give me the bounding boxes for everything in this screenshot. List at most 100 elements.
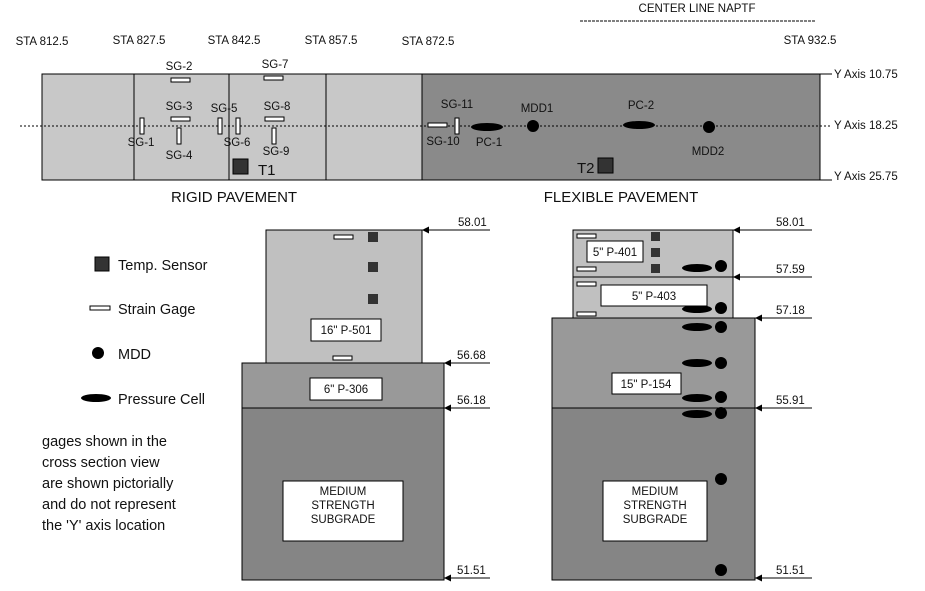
gage-label-sg1: SG-1: [128, 137, 155, 149]
pressure-cell-icon: [81, 394, 111, 402]
gage-label-sg3: SG-3: [166, 101, 193, 113]
mdd-icon: [715, 302, 727, 314]
subgrade-label-line: SUBGRADE: [311, 514, 376, 526]
pressure-cell-icon: [682, 410, 712, 418]
strain-gage-icon: [170, 116, 191, 122]
legend: Temp. Sensor Strain Gage MDD Pressure Ce…: [81, 256, 208, 408]
gage-label-mdd1: MDD1: [521, 103, 554, 115]
note-line: and do not represent: [42, 497, 176, 513]
layer-label-box: [600, 284, 708, 307]
layer-label-p154: 15" P-154: [621, 379, 672, 391]
mdd-icon: [715, 564, 727, 576]
mdd-icon: [527, 120, 539, 132]
mdd-icon: [715, 357, 727, 369]
gage-label-sg4: SG-4: [166, 150, 193, 162]
gage-label-sg11: SG-11: [441, 99, 473, 111]
rigid-cross-section: 16" P-501 6" P-306 MEDIUM STRENGTH SUBGR…: [241, 217, 490, 582]
layer-label-p501: 16" P-501: [321, 325, 372, 337]
strain-gage-icon: [217, 117, 223, 135]
plan-view: Y Axis 10.75 Y Axis 18.25 Y Axis 25.75 S…: [20, 59, 898, 183]
legend-temp: Temp. Sensor: [118, 258, 208, 274]
note-line: gages shown in the: [42, 434, 167, 450]
layer-label-p306: 6" P-306: [324, 384, 368, 396]
sensor-label-t1: T1: [258, 162, 276, 179]
elevation-label: 56.18: [457, 395, 486, 407]
gage-label-mdd2: MDD2: [692, 146, 725, 158]
elevation-label: 58.01: [458, 217, 487, 229]
flexible-section-title: FLEXIBLE PAVEMENT: [544, 189, 699, 206]
y-axis-label-3: Y Axis 25.75: [834, 171, 898, 183]
elevation-label: 51.51: [457, 565, 486, 577]
station-label-6: STA 932.5: [784, 35, 837, 47]
strain-gage-icon: [263, 75, 284, 81]
strain-gage-icon: [264, 116, 285, 122]
mdd-icon: [715, 391, 727, 403]
subgrade-label-box: [282, 480, 404, 542]
strain-gage-icon: [576, 233, 597, 239]
rigid-plan-area: [41, 73, 423, 181]
mdd-icon: [703, 121, 715, 133]
station-label-5: STA 872.5: [402, 36, 455, 48]
layer-label-box: [586, 240, 644, 263]
pressure-cell-icon: [682, 323, 712, 331]
elevation-label: 57.18: [776, 305, 805, 317]
gage-label-pc1: PC-1: [476, 137, 502, 149]
y-axis-label-2: Y Axis 18.25: [834, 120, 898, 132]
pressure-cell-icon: [682, 305, 712, 313]
strain-gage-icon: [333, 234, 354, 240]
station-label-2: STA 827.5: [113, 35, 166, 47]
temp-sensor-icon: [597, 157, 614, 174]
layer-label-box: [611, 372, 682, 395]
gage-label-sg2: SG-2: [166, 61, 193, 73]
strain-gage-icon: [89, 305, 111, 311]
strain-gage-icon: [170, 77, 191, 83]
elevation-label: 58.01: [776, 217, 805, 229]
note-line: the 'Y' axis location: [42, 518, 165, 534]
y-axis-label-1: Y Axis 10.75: [834, 69, 898, 81]
pressure-cell-icon: [682, 264, 712, 272]
strain-gage-icon: [176, 127, 182, 145]
elevation-label: 51.51: [776, 565, 805, 577]
elevation-label: 57.59: [776, 264, 805, 276]
temp-sensor-icon: [232, 158, 249, 175]
layer-label-box: [309, 377, 383, 401]
gage-label-sg10: SG-10: [426, 136, 459, 148]
gage-label-sg9: SG-9: [263, 146, 290, 158]
flexible-cross-section: 5" P-401 5" P-403 15" P-154 MEDIUM STREN…: [551, 217, 812, 582]
strain-gage-icon: [576, 266, 597, 272]
strain-gage-icon: [235, 117, 241, 135]
rigid-section-title: RIGID PAVEMENT: [171, 189, 297, 206]
gage-label-sg6: SG-6: [224, 137, 251, 149]
strain-gage-icon: [139, 117, 145, 135]
subgrade-label-line: SUBGRADE: [623, 514, 688, 526]
strain-gage-icon: [576, 281, 597, 287]
subgrade-label-box: [602, 480, 708, 542]
mdd-icon: [715, 321, 727, 333]
legend-strain: Strain Gage: [118, 302, 195, 318]
strain-gage-icon: [454, 117, 460, 135]
temp-sensor-icon: [368, 294, 378, 304]
temp-sensor-icon: [651, 248, 660, 257]
strain-gage-icon: [576, 311, 597, 317]
subgrade-label-line: STRENGTH: [623, 500, 686, 512]
strain-gage-icon: [427, 122, 448, 128]
temp-sensor-icon: [651, 264, 660, 273]
temp-sensor-icon: [368, 232, 378, 242]
gage-label-sg8: SG-8: [264, 101, 291, 113]
mdd-icon: [715, 407, 727, 419]
station-label-3: STA 842.5: [208, 35, 261, 47]
pressure-cell-icon: [471, 123, 503, 131]
strain-gage-icon: [271, 127, 277, 145]
gage-label-pc2: PC-2: [628, 100, 654, 112]
legend-pressure: Pressure Cell: [118, 392, 205, 408]
station-label-4: STA 857.5: [305, 35, 358, 47]
legend-mdd: MDD: [118, 347, 151, 363]
layer-label-p401: 5" P-401: [593, 247, 637, 259]
note-line: are shown pictorially: [42, 476, 174, 492]
mdd-icon: [92, 347, 104, 359]
center-line-label: CENTER LINE NAPTF: [639, 3, 756, 15]
layer-p501: [265, 229, 423, 364]
temp-sensor-icon: [368, 262, 378, 272]
subgrade-label-line: STRENGTH: [311, 500, 374, 512]
